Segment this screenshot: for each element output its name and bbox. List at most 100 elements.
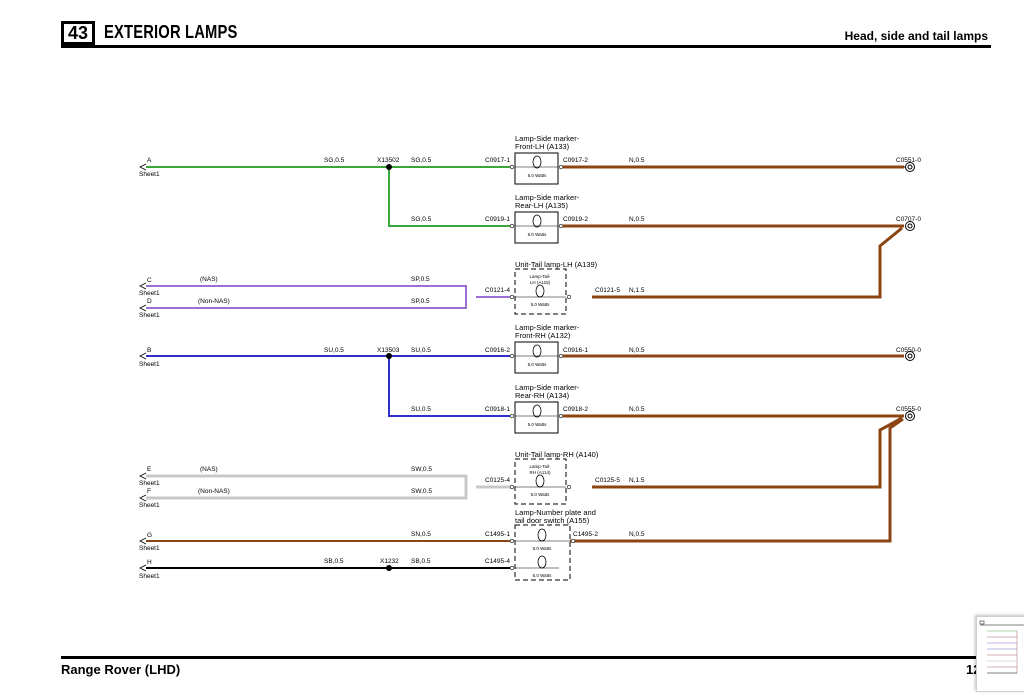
component-title: Front-LH (A133) bbox=[515, 142, 570, 151]
ground-label: C0550-0 bbox=[896, 347, 921, 354]
splice-label: X13502 bbox=[377, 157, 400, 164]
connector-label: C0125-4 bbox=[485, 477, 510, 484]
unit-tail-lamp-lh[interactable] bbox=[514, 268, 567, 315]
wire-spec: N,0.5 bbox=[629, 157, 645, 164]
input-label-f: F bbox=[147, 488, 151, 495]
inner-lamp-label: LH (A115) bbox=[530, 280, 551, 285]
wire-spec: SW,0.5 bbox=[411, 466, 432, 473]
ground-icon-c0555 bbox=[905, 411, 915, 421]
wire-spec: N,1.5 bbox=[629, 287, 645, 294]
wire-spec: SP,0.5 bbox=[411, 276, 430, 283]
connector-label: C0918-2 bbox=[563, 406, 588, 413]
lamp-side-marker-front-rh[interactable] bbox=[514, 341, 559, 374]
splice-label: X13503 bbox=[377, 347, 400, 354]
connector-label: C0917-2 bbox=[563, 157, 588, 164]
component-title: Lamp-Side marker- bbox=[515, 383, 580, 392]
splice-label: X1232 bbox=[380, 558, 399, 565]
input-arrows bbox=[139, 163, 147, 572]
wire-spec: N,0.5 bbox=[629, 531, 645, 538]
component-title: Rear-LH (A135) bbox=[515, 201, 568, 210]
wire-spec: SG,0.5 bbox=[411, 216, 432, 223]
connector-label: C0916-1 bbox=[563, 347, 588, 354]
wire-spec: SN,0.5 bbox=[411, 531, 431, 538]
lamp-rating: 5.0 Watts bbox=[528, 362, 548, 367]
splice-dot-x13503 bbox=[386, 353, 392, 359]
sheet-label-b: Sheet1 bbox=[139, 361, 160, 368]
input-label-e: E bbox=[147, 466, 152, 473]
sheet-label-a: Sheet1 bbox=[139, 171, 160, 178]
lamp-number-plate[interactable] bbox=[514, 524, 571, 581]
lamp-side-marker-rear-rh[interactable] bbox=[514, 401, 559, 434]
wire-spec: SB,0.5 bbox=[411, 558, 431, 565]
wire-spec: N,0.5 bbox=[629, 216, 645, 223]
connector-label: C0918-1 bbox=[485, 406, 510, 413]
wire-spec: SG,0.5 bbox=[324, 157, 345, 164]
component-title: Unit-Tail lamp-LH (A139) bbox=[515, 260, 598, 269]
ground-icon-c0551 bbox=[904, 162, 915, 172]
ground-wire-6[interactable] bbox=[592, 416, 903, 489]
inner-lamp-label: Lamp-Tail- bbox=[529, 464, 551, 469]
wire-spec: SU,0.5 bbox=[324, 347, 344, 354]
ground-wire-3[interactable] bbox=[592, 226, 903, 299]
wire-spec: SB,0.5 bbox=[324, 558, 344, 565]
component-title: Rear-RH (A134) bbox=[515, 391, 570, 400]
connector-label: C1495-2 bbox=[573, 531, 598, 538]
sheet-label-e: Sheet1 bbox=[139, 480, 160, 487]
connector-pins bbox=[509, 164, 576, 571]
connector-label: C0916-2 bbox=[485, 347, 510, 354]
component-title: tail door switch (A155) bbox=[515, 516, 590, 525]
page-subtitle: Head, side and tail lamps bbox=[844, 29, 988, 43]
wire-a-branch[interactable] bbox=[388, 167, 512, 227]
connector-label: C1495-4 bbox=[485, 558, 510, 565]
wire-e[interactable] bbox=[146, 474, 468, 500]
wire-c[interactable] bbox=[146, 285, 467, 309]
inner-lamp-label: RH (A114) bbox=[530, 470, 551, 475]
wire-b-branch[interactable] bbox=[388, 356, 512, 417]
connector-label: C0919-2 bbox=[563, 216, 588, 223]
splice-dot-x1232 bbox=[386, 565, 392, 571]
component-title: Lamp-Side marker- bbox=[515, 323, 580, 332]
lamp-rating: 5.0 Watts bbox=[531, 302, 551, 307]
lamp-side-marker-rear-lh[interactable] bbox=[514, 211, 559, 244]
ground-wire-7[interactable] bbox=[570, 417, 904, 543]
wire-spec: N,1.5 bbox=[629, 477, 645, 484]
sheet-label-g: Sheet1 bbox=[139, 545, 160, 552]
component-title: Lamp-Side marker- bbox=[515, 134, 580, 143]
section-number: 43 bbox=[61, 21, 95, 45]
wire-spec: SW,0.5 bbox=[411, 488, 432, 495]
connector-label: C0121-5 bbox=[595, 287, 620, 294]
unit-tail-lamp-rh[interactable] bbox=[514, 458, 567, 505]
wire-spec: SG,0.5 bbox=[411, 157, 432, 164]
wire-spec: SU,0.5 bbox=[411, 406, 431, 413]
header-rule bbox=[61, 45, 991, 48]
input-label-c: C bbox=[147, 277, 152, 284]
wire-spec: N,0.5 bbox=[629, 347, 645, 354]
page-title: EXTERIOR LAMPS bbox=[104, 22, 238, 42]
input-label-g: G bbox=[147, 532, 152, 539]
sheet-label-f: Sheet1 bbox=[139, 502, 160, 509]
input-note-d: (Non-NAS) bbox=[198, 298, 230, 305]
component-title: Unit-Tail lamp-RH (A140) bbox=[515, 450, 599, 459]
connector-label: C0125-5 bbox=[595, 477, 620, 484]
ground-label: C0551-0 bbox=[896, 157, 921, 164]
page-thumbnail[interactable] bbox=[976, 616, 1024, 692]
footer-model: Range Rover (LHD) bbox=[61, 662, 181, 677]
inner-lamp-label: Lamp-Tail- bbox=[529, 274, 551, 279]
splice-dot-x13502 bbox=[386, 164, 392, 170]
sheet-label-d: Sheet1 bbox=[139, 312, 160, 319]
lamp-side-marker-front-lh[interactable] bbox=[514, 152, 559, 185]
ground-label: C0707-0 bbox=[896, 216, 921, 223]
connector-label: C1495-1 bbox=[485, 531, 510, 538]
ground-icon-c0707 bbox=[905, 221, 915, 231]
connector-label: C0121-4 bbox=[485, 287, 510, 294]
connector-label: C0919-1 bbox=[485, 216, 510, 223]
input-note-f: (Non-NAS) bbox=[198, 488, 230, 495]
lamp-rating: 5.0 Watts bbox=[533, 573, 553, 578]
lamp-rating: 5.0 Watts bbox=[528, 422, 548, 427]
input-note-e: (NAS) bbox=[200, 466, 218, 473]
input-note-c: (NAS) bbox=[200, 276, 218, 283]
input-label-h: H bbox=[147, 559, 152, 566]
input-label-a: A bbox=[147, 157, 152, 164]
lamp-rating: 5.0 Watts bbox=[533, 546, 553, 551]
